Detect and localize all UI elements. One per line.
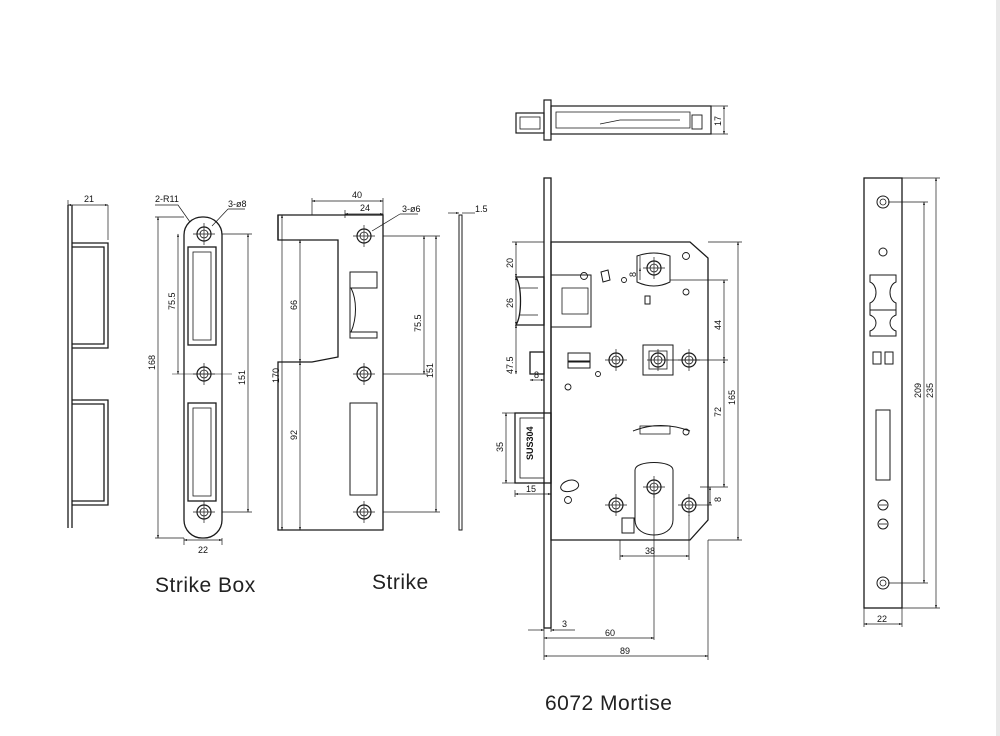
dim-mortise-case-depth: 89	[620, 646, 630, 656]
dim-mortise-latch-height: 26	[505, 298, 515, 308]
strike-drawing	[277, 198, 475, 531]
dim-strike-upper-pitch: 75.5	[413, 314, 423, 332]
dim-faceplate-height: 235	[925, 383, 935, 398]
faceplate-openings	[869, 195, 897, 590]
mortise-faceplate-edge	[543, 177, 552, 629]
dim-mortise-latch-offset: 20	[505, 258, 515, 268]
mortise-screw-holes	[564, 252, 690, 504]
dim-mortise-spindle-to-cylinder: 72	[713, 407, 723, 417]
mortise-latch	[514, 274, 592, 328]
dim-mortise-deadbolt-offset: 47.5	[505, 356, 515, 374]
dim-strike-thickness: 1.5	[475, 204, 488, 214]
faceplate-outline	[863, 177, 903, 609]
strike-box-side-profile	[67, 200, 109, 528]
faceplate-dimensions	[863, 177, 940, 627]
mortise-dimensions	[502, 241, 742, 660]
label-mortise-material: SUS304	[525, 426, 535, 460]
dim-mortise-backset: 60	[605, 628, 615, 638]
dim-strike-box-side-width: 21	[84, 194, 94, 204]
strike-plate-outline	[277, 214, 384, 531]
dim-mortise-handle-to-spindle: 44	[713, 320, 723, 330]
dim-mortise-handle-offset: 8	[628, 272, 638, 277]
note-strike-holes: 3-ø6	[402, 204, 421, 214]
dim-mortise-bolt-width: 15	[526, 484, 536, 494]
faceplate-drawing	[863, 177, 940, 627]
mortise-labels: 20 26 47.5 8 35 SUS304 15 8 44 72 165 8 …	[495, 258, 737, 656]
strike-side-profile	[448, 211, 475, 531]
strike-labels: 40 24 3-ø6 1.5 66 170 92 75.5 151	[271, 190, 488, 440]
caption-strike: Strike	[372, 571, 429, 594]
dim-mortise-top-thickness: 17	[713, 116, 723, 126]
dim-mortise-case-height: 165	[727, 390, 737, 405]
dim-mortise-faceplate-thickness: 3	[562, 619, 567, 629]
dim-strike-box-upper-pitch: 75.5	[167, 292, 177, 310]
note-strike-box-radius: 2-R11	[155, 194, 179, 204]
mortise-top-view	[515, 99, 728, 141]
dim-strike-height: 170	[271, 368, 281, 383]
dim-strike-box-pitch: 151	[237, 370, 247, 385]
strike-box-labels: 21 2-R11 3-ø8 75.5 168 151 22	[84, 194, 247, 555]
faceplate-labels: 209 235 22	[877, 383, 935, 624]
mortise-drawing	[502, 177, 742, 660]
dim-strike-width: 40	[352, 190, 362, 200]
dim-strike-box-height: 168	[147, 355, 157, 370]
dim-strike-inner-width: 24	[360, 203, 370, 213]
dim-faceplate-width: 22	[877, 614, 887, 624]
dim-strike-box-width: 22	[198, 545, 208, 555]
mortise-case	[550, 241, 709, 541]
right-edge-strip	[996, 0, 1000, 736]
dim-faceplate-inner: 209	[913, 383, 923, 398]
dim-mortise-deadbolt-throw: 8	[534, 370, 539, 380]
dim-strike-lower-height: 92	[289, 430, 299, 440]
dim-mortise-cylinder-spacing: 38	[645, 546, 655, 556]
mortise-deadbolt	[514, 351, 552, 484]
caption-mortise: 6072 Mortise	[545, 692, 673, 715]
mortise-internal-parts	[560, 252, 691, 536]
strike-dimensions	[278, 198, 440, 531]
dim-strike-upper-height: 66	[289, 300, 299, 310]
strike-box-dimensions	[155, 204, 252, 545]
dim-mortise-bolt-height: 35	[495, 442, 505, 452]
strike-box-drawing	[67, 200, 252, 545]
caption-strike-box: Strike Box	[155, 574, 256, 597]
dim-mortise-cylinder-offset: 8	[713, 497, 723, 502]
strike-box-front-plate	[172, 216, 232, 539]
note-strike-box-holes: 3-ø8	[228, 199, 247, 209]
dim-strike-pitch: 151	[425, 363, 435, 378]
